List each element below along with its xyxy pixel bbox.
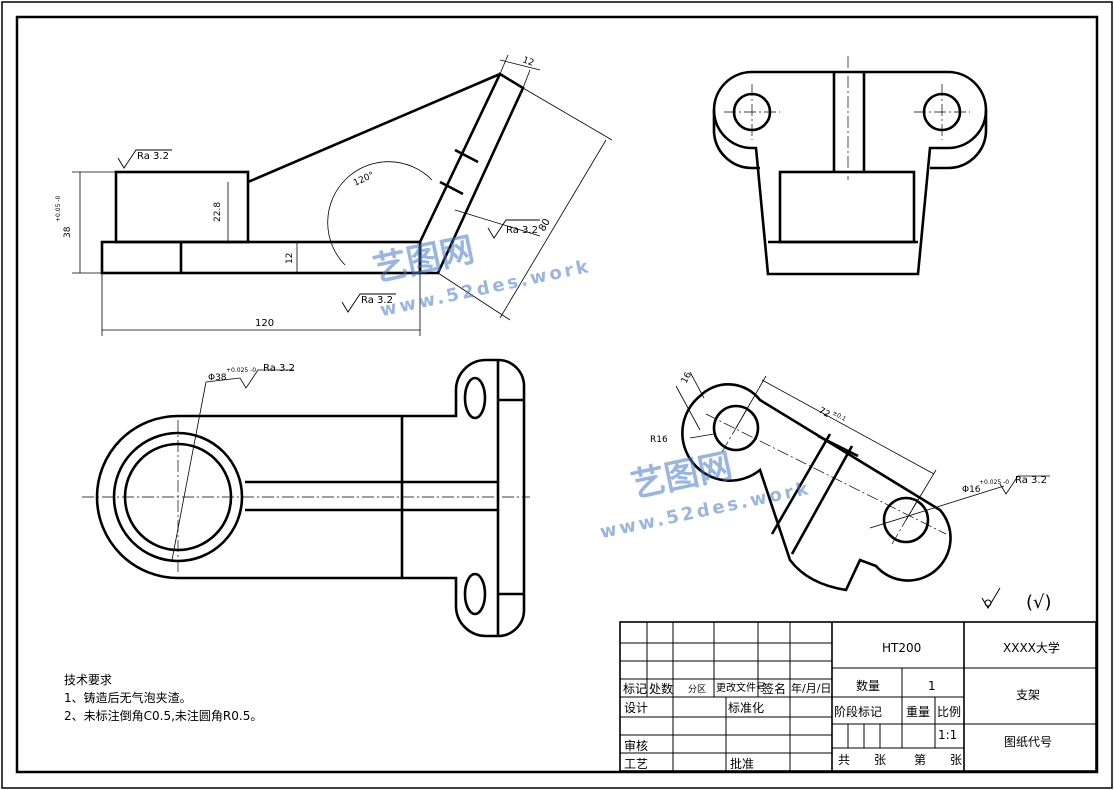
- leader-bore-38: [171, 381, 207, 561]
- label-72-tol: ±0.1: [831, 410, 847, 423]
- qty-value: 1: [928, 679, 936, 693]
- sheet-number: 第 张: [914, 753, 963, 767]
- aux-hole-left: [712, 404, 760, 452]
- inclined-arm: [418, 72, 525, 275]
- label-bore-16: Φ16: [962, 485, 981, 495]
- leader-bore-16: [869, 485, 1005, 529]
- ra-top-block: Ra 3.2: [137, 151, 169, 162]
- ra-incline: Ra 3.2: [506, 225, 538, 236]
- label-38-tol: +0.05 -0: [55, 196, 62, 222]
- side-block: [778, 170, 916, 244]
- aux-hole-right: [882, 496, 930, 544]
- ra-bore-38: Ra 3.2: [263, 363, 295, 374]
- drawing-no-label: 图纸代号: [1004, 735, 1053, 749]
- row-standard: 标准化: [728, 701, 765, 715]
- label-12-top: 12: [521, 55, 535, 68]
- technical-notes: 技术要求 1、铸造后无气泡夹渣。 2、未标注倒角C0.5,未注圆角R0.5。: [64, 671, 262, 725]
- angle-arc-120: [327, 161, 433, 266]
- col-sign: 签名: [762, 682, 787, 696]
- notes-line-2: 2、未标注倒角C0.5,未注圆角R0.5。: [64, 709, 263, 723]
- front-view: [100, 72, 525, 275]
- col-doc: 更改文件号: [716, 683, 766, 694]
- label-22-8: 22.8: [213, 202, 223, 222]
- top-block: [114, 170, 250, 244]
- side-outline: [712, 70, 988, 276]
- scale-value: 1:1: [938, 728, 958, 742]
- top-hole-upper: [463, 376, 487, 420]
- ra-base: Ra 3.2: [361, 295, 393, 306]
- label-16: 16: [680, 370, 694, 385]
- col-zone: 分区: [688, 685, 707, 695]
- arm-section-line-1: [454, 148, 479, 164]
- stage-label: 阶段标记: [834, 705, 883, 719]
- row-design: 设计: [624, 701, 649, 715]
- general-roughness-symbol: [981, 587, 1001, 609]
- material: HT200: [882, 641, 922, 655]
- label-72: 72: [817, 406, 832, 420]
- label-angle-120: 120°: [352, 170, 376, 188]
- ra-bore-16: Ra 3.2: [1015, 475, 1047, 486]
- top-hole-lower: [463, 572, 487, 616]
- total-sheets: 共 张: [838, 753, 887, 767]
- auxiliary-view: [681, 383, 952, 592]
- qty-label: 数量: [856, 679, 881, 693]
- dim-line-80: [499, 139, 607, 319]
- label-120: 120: [255, 318, 274, 329]
- leader-r16: [689, 433, 715, 439]
- roughness-symbols-front: [117, 149, 540, 313]
- notes-line-1: 1、铸造后无气泡夹渣。: [64, 691, 192, 705]
- aux-outline: [681, 383, 952, 592]
- front-view-dims: [72, 54, 613, 336]
- arm-section-line-2: [439, 180, 464, 196]
- part-name: 支架: [1016, 688, 1041, 702]
- dim-line-12-top: [499, 59, 541, 71]
- leader-ra-incline: [454, 209, 541, 237]
- col-date: 年/月/日: [791, 682, 832, 695]
- label-bore-38-tol: +0.025 -0: [226, 367, 256, 374]
- label-12-left: 12: [285, 253, 295, 264]
- rib-top-edge: [247, 72, 501, 184]
- title-block-grid: [619, 621, 1097, 772]
- title-block: HT200 XXXX大学 数量 1 支架 阶段标记 重量 比例 1:1 图纸代号…: [620, 622, 1096, 771]
- label-bore-16-tol: +0.025 -0: [979, 479, 1009, 486]
- notes-heading: 技术要求: [64, 673, 113, 687]
- weight-label: 重量: [906, 705, 931, 719]
- label-80: 80: [537, 217, 553, 234]
- row-process: 工艺: [624, 757, 649, 771]
- inner-border: [15, 15, 1099, 774]
- label-38: 38: [63, 226, 73, 238]
- dim-line-72: [761, 379, 935, 475]
- aux-centerline: [705, 413, 947, 535]
- label-bore-38: Φ38: [208, 373, 227, 383]
- general-roughness-note: (√): [1026, 592, 1052, 613]
- label-r16: R16: [650, 435, 668, 445]
- row-check: 审核: [624, 739, 649, 753]
- school-name: XXXX大学: [1003, 641, 1060, 655]
- top-view: [95, 358, 526, 638]
- side-view: [712, 70, 988, 276]
- scale-label: 比例: [937, 705, 962, 719]
- col-mark: 标记: [623, 682, 648, 696]
- col-count: 处数: [649, 682, 674, 696]
- top-outline: [95, 358, 526, 638]
- row-approve: 批准: [730, 757, 755, 771]
